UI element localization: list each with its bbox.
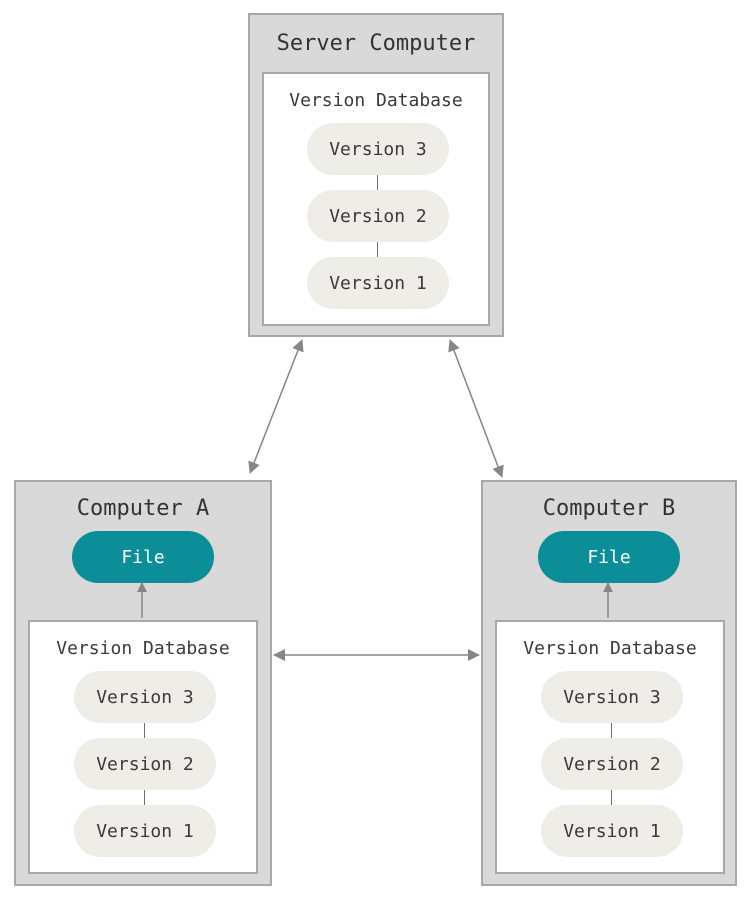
computer-b-version-2: Version 2: [541, 738, 683, 790]
computer-a-version-1: Version 1: [74, 805, 216, 857]
computer-a-version-connector: [144, 790, 145, 805]
computer-a-version-database: Version Database Version 3 Version 2 Ver…: [28, 620, 258, 874]
computer-a-database-title: Version Database: [56, 638, 230, 659]
computer-a-version-2: Version 2: [74, 738, 216, 790]
server-computer-box: Server Computer Version Database Version…: [248, 13, 504, 337]
computer-a-file: File: [72, 531, 214, 583]
server-database-title: Version Database: [289, 90, 463, 111]
computer-b-version-connector: [611, 723, 612, 738]
server-version-2: Version 2: [307, 190, 449, 242]
computer-a-version-3: Version 3: [74, 671, 216, 723]
server-version-connector: [377, 175, 378, 190]
server-computer-title: Server Computer: [276, 31, 476, 56]
computer-b-version-1: Version 1: [541, 805, 683, 857]
computer-b-file: File: [538, 531, 680, 583]
computer-a-version-connector: [144, 723, 145, 738]
server-version-1: Version 1: [307, 257, 449, 309]
computer-b-title: Computer B: [542, 496, 676, 521]
computer-b-database-title: Version Database: [523, 638, 697, 659]
computer-b-box: Computer B File Version Database Version…: [481, 480, 737, 886]
computer-a-title: Computer A: [76, 496, 210, 521]
server-to-computer-b-arrow: [448, 339, 504, 478]
computer-a-box: Computer A File Version Database Version…: [14, 480, 272, 886]
computer-b-version-connector: [611, 790, 612, 805]
computer-b-version-database: Version Database Version 3 Version 2 Ver…: [495, 620, 725, 874]
computer-b-version-3: Version 3: [541, 671, 683, 723]
server-to-computer-a-arrow: [248, 339, 304, 474]
server-version-connector: [377, 242, 378, 257]
server-version-database: Version Database Version 3 Version 2 Ver…: [262, 72, 490, 326]
server-version-3: Version 3: [307, 123, 449, 175]
